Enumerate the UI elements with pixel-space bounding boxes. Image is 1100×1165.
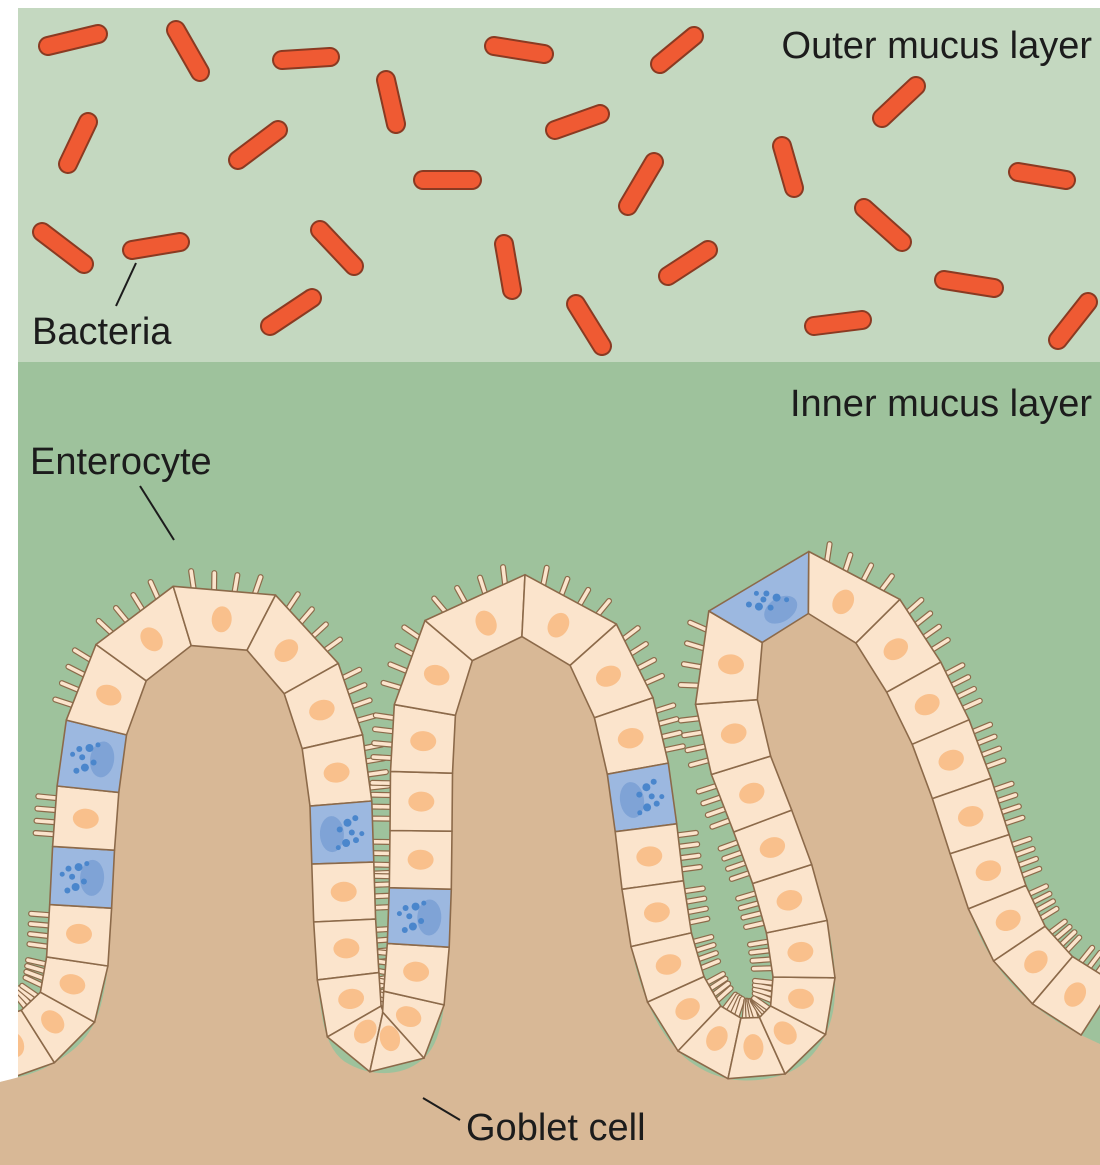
mucin-granule bbox=[649, 793, 655, 799]
mucin-granule bbox=[763, 591, 769, 597]
microvillus bbox=[503, 567, 505, 584]
microvillus bbox=[30, 934, 48, 936]
mucin-granule bbox=[70, 752, 75, 757]
mucin-granule bbox=[69, 874, 75, 880]
bacterium bbox=[1018, 172, 1066, 180]
microvillus bbox=[36, 833, 54, 834]
mucin-granule bbox=[760, 597, 766, 603]
enterocyte-label: Enterocyte bbox=[30, 441, 212, 483]
mucin-granule bbox=[81, 764, 89, 772]
mucin-granule bbox=[353, 837, 359, 843]
mucin-granule bbox=[403, 905, 409, 911]
bacterium bbox=[282, 57, 330, 60]
microvillus bbox=[751, 951, 769, 953]
mucin-granule bbox=[76, 746, 82, 752]
microvillus bbox=[681, 685, 699, 686]
mucin-granule bbox=[60, 872, 65, 877]
mucin-granule bbox=[406, 913, 412, 919]
bacterium bbox=[132, 242, 180, 250]
goblet-cell-label: Goblet cell bbox=[466, 1107, 646, 1149]
microvillus bbox=[754, 968, 772, 969]
microvillus bbox=[679, 844, 697, 846]
mucin-granule bbox=[91, 760, 97, 766]
microvillus bbox=[4, 997, 13, 1013]
microvillus bbox=[681, 856, 699, 858]
mucin-granule bbox=[96, 742, 101, 747]
bacterium bbox=[814, 320, 862, 326]
mucin-granule bbox=[643, 803, 651, 811]
mucin-granule bbox=[636, 792, 642, 798]
mucin-granule bbox=[72, 883, 80, 891]
microvillus bbox=[37, 821, 55, 822]
bacteria-label: Bacteria bbox=[32, 311, 172, 353]
inner-mucus-label: Inner mucus layer bbox=[790, 383, 1092, 425]
mucin-granule bbox=[84, 861, 89, 866]
mucin-granule bbox=[336, 845, 341, 850]
microvillus bbox=[191, 571, 194, 588]
mucin-granule bbox=[402, 927, 408, 933]
microvillus bbox=[37, 809, 55, 811]
mucin-granule bbox=[768, 605, 774, 611]
microvillus bbox=[681, 718, 699, 720]
mucin-granule bbox=[412, 903, 420, 911]
mucin-granule bbox=[349, 830, 355, 836]
microvillus bbox=[682, 867, 700, 869]
microvillus bbox=[38, 796, 56, 798]
microvillus bbox=[0, 1000, 4, 1016]
mucin-granule bbox=[642, 783, 650, 791]
mucin-granule bbox=[359, 831, 364, 836]
microvillus bbox=[31, 924, 49, 926]
microvillus bbox=[29, 944, 47, 946]
mucin-granule bbox=[659, 794, 664, 799]
mucin-granule bbox=[337, 827, 343, 833]
mucin-granule bbox=[746, 602, 752, 608]
bacterium bbox=[504, 244, 512, 290]
mucin-granule bbox=[654, 801, 660, 807]
microvillus bbox=[368, 772, 386, 775]
mucin-granule bbox=[773, 594, 781, 602]
microvillus bbox=[374, 743, 392, 745]
mucin-granule bbox=[754, 591, 759, 596]
mucin-granule bbox=[81, 879, 87, 885]
microvillus bbox=[373, 757, 391, 758]
mucin-granule bbox=[73, 768, 79, 774]
bacterium bbox=[944, 280, 994, 288]
bacterium bbox=[494, 46, 544, 54]
mucin-granule bbox=[342, 839, 350, 847]
mucin-granule bbox=[79, 754, 85, 760]
mucin-granule bbox=[421, 901, 426, 906]
mucin-granule bbox=[352, 815, 358, 821]
mucin-granule bbox=[755, 603, 763, 611]
mucin-granule bbox=[64, 888, 70, 894]
mucin-granule bbox=[418, 918, 424, 924]
bacterium bbox=[386, 80, 396, 124]
microvillus bbox=[827, 544, 830, 561]
microvillus bbox=[755, 981, 773, 983]
mucin-granule bbox=[637, 810, 642, 815]
microvillus bbox=[678, 833, 696, 835]
mucin-granule bbox=[651, 779, 657, 785]
mucin-granule bbox=[75, 863, 83, 871]
mucin-granule bbox=[86, 744, 94, 752]
mucin-granule bbox=[397, 911, 402, 916]
microvillus bbox=[31, 914, 49, 915]
microvillus bbox=[753, 959, 771, 960]
mucin-granule bbox=[409, 923, 417, 931]
microvillus bbox=[375, 729, 393, 731]
mucin-granule bbox=[66, 866, 72, 872]
outer-mucus-label: Outer mucus layer bbox=[782, 25, 1093, 67]
mucin-granule bbox=[344, 819, 352, 827]
mucin-granule bbox=[784, 597, 789, 602]
